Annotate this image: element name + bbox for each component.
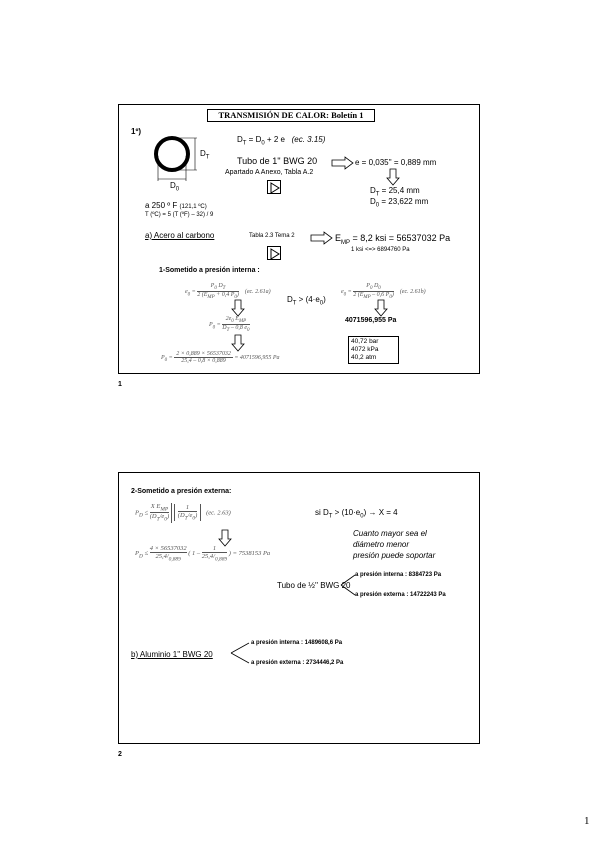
right-arrow-icon: [331, 156, 354, 170]
results-box: 40,72 bar 4072 kPa 40,2 atm: [348, 336, 399, 364]
item-number: 1º): [131, 127, 142, 136]
half-inch-tube: Tubo de ½'' BWG 20: [277, 581, 351, 590]
p0-formula: P0 = 2e0 EMP DT – 0,8 e0: [209, 316, 250, 334]
tube-spec: Tubo de 1'' BWG 20: [237, 156, 318, 166]
down-arrow-icon-3: [374, 299, 388, 317]
section-b-heading: b) Aluminio 1'' BWG 20: [131, 650, 213, 659]
play-triangle-icon-2: [267, 246, 281, 260]
d0-value: D0 = 23,622 mm: [370, 197, 429, 209]
condition: DT > (4·e0): [287, 295, 326, 307]
equation-internal-b: e0 = P0 D0 2 (EMP – 0,6 P0) (ec. 2.61b): [341, 283, 426, 301]
emp-value: EMP = 8,2 ksi = 56537032 Pa: [335, 233, 451, 246]
down-arrow-icon-5: [218, 529, 232, 547]
down-arrow-icon-2: [231, 299, 245, 317]
external-pressure-heading: 2-Sometido a presión externa:: [131, 488, 232, 495]
play-triangle-icon: [267, 180, 281, 194]
section-a-heading: a) Acero al carbono: [145, 231, 215, 240]
temperature: a 250 º F (121,1 ºC): [145, 201, 207, 210]
d0-label: D0: [170, 181, 180, 193]
result-atm: 40,2 atm: [351, 354, 377, 361]
calculation-external: PD ≤ 4 × 56537032 25,4/0,889 ( 1 – 1 25,…: [135, 545, 271, 563]
equation-external: PD ≤ X EMP (DT/e0) 1 (DT/e0) (ec. 2.63): [135, 503, 231, 523]
ksi-conversion: 1 ksi <=> 6894760 Pa: [351, 247, 410, 253]
result-kpa: 4072 kPa: [351, 346, 379, 353]
half-external-pressure: a presión externa : 14722243 Pa: [355, 592, 446, 598]
temperature-conversion: T (ºC) = 5 (T (ºF) – 32) / 9: [145, 212, 214, 218]
half-internal-pressure: a presión interna : 8384723 Pa: [355, 572, 442, 578]
page-number: 1: [584, 815, 590, 827]
p0-result-right: 4071596,955 Pa: [345, 317, 397, 324]
dt-value: DT = 25,4 mm: [370, 186, 420, 198]
p0-calculation: P0 = 2 × 0,889 × 56537032 25,4 – 0,8 × 0…: [161, 351, 280, 364]
aluminium-internal-pressure: a presión interna : 1489608,6 Pa: [251, 640, 343, 646]
aluminium-external-pressure: a presión externa : 2734446,2 Pa: [251, 660, 344, 666]
condition-x: si DT > (10·e0) → X = 4: [315, 508, 398, 520]
formula-dt: DT = D0 + 2 e (ec. 3.15): [237, 135, 326, 147]
tube-cross-section-diagram: [154, 136, 197, 181]
dt-label: DT: [200, 149, 210, 161]
equation-internal-a: e0 = P0 DT 2 (EMP + 0,4 P0) (ec. 2.61a): [185, 283, 271, 301]
branch-arrows: [340, 574, 356, 596]
branch-arrows-2: [230, 642, 250, 664]
internal-pressure-heading: 1-Sometido a presión interna :: [159, 267, 260, 274]
slide-1-number: 1: [118, 381, 122, 388]
observation-note: Cuanto mayor sea el diámetro menor presi…: [353, 529, 436, 560]
slide-1: TRANSMISIÓN DE CALOR: Boletín 1 1º) DT D…: [118, 104, 480, 374]
slide-title: TRANSMISIÓN DE CALOR: Boletín 1: [207, 109, 375, 122]
result-bar: 40,72 bar: [351, 338, 379, 345]
table-reference: Tabla 2.3 Tema 2: [249, 233, 295, 239]
down-arrow-icon: [386, 168, 400, 186]
down-arrow-icon-4: [231, 334, 245, 352]
thickness-value: e = 0,035'' = 0,889 mm: [355, 158, 437, 167]
right-arrow-icon-2: [310, 231, 333, 245]
slide-2: 2-Sometido a presión externa: PD ≤ X EMP…: [118, 472, 480, 744]
slide-2-number: 2: [118, 751, 122, 758]
annex-reference: Apartado A Anexo, Tabla A.2: [225, 169, 314, 176]
